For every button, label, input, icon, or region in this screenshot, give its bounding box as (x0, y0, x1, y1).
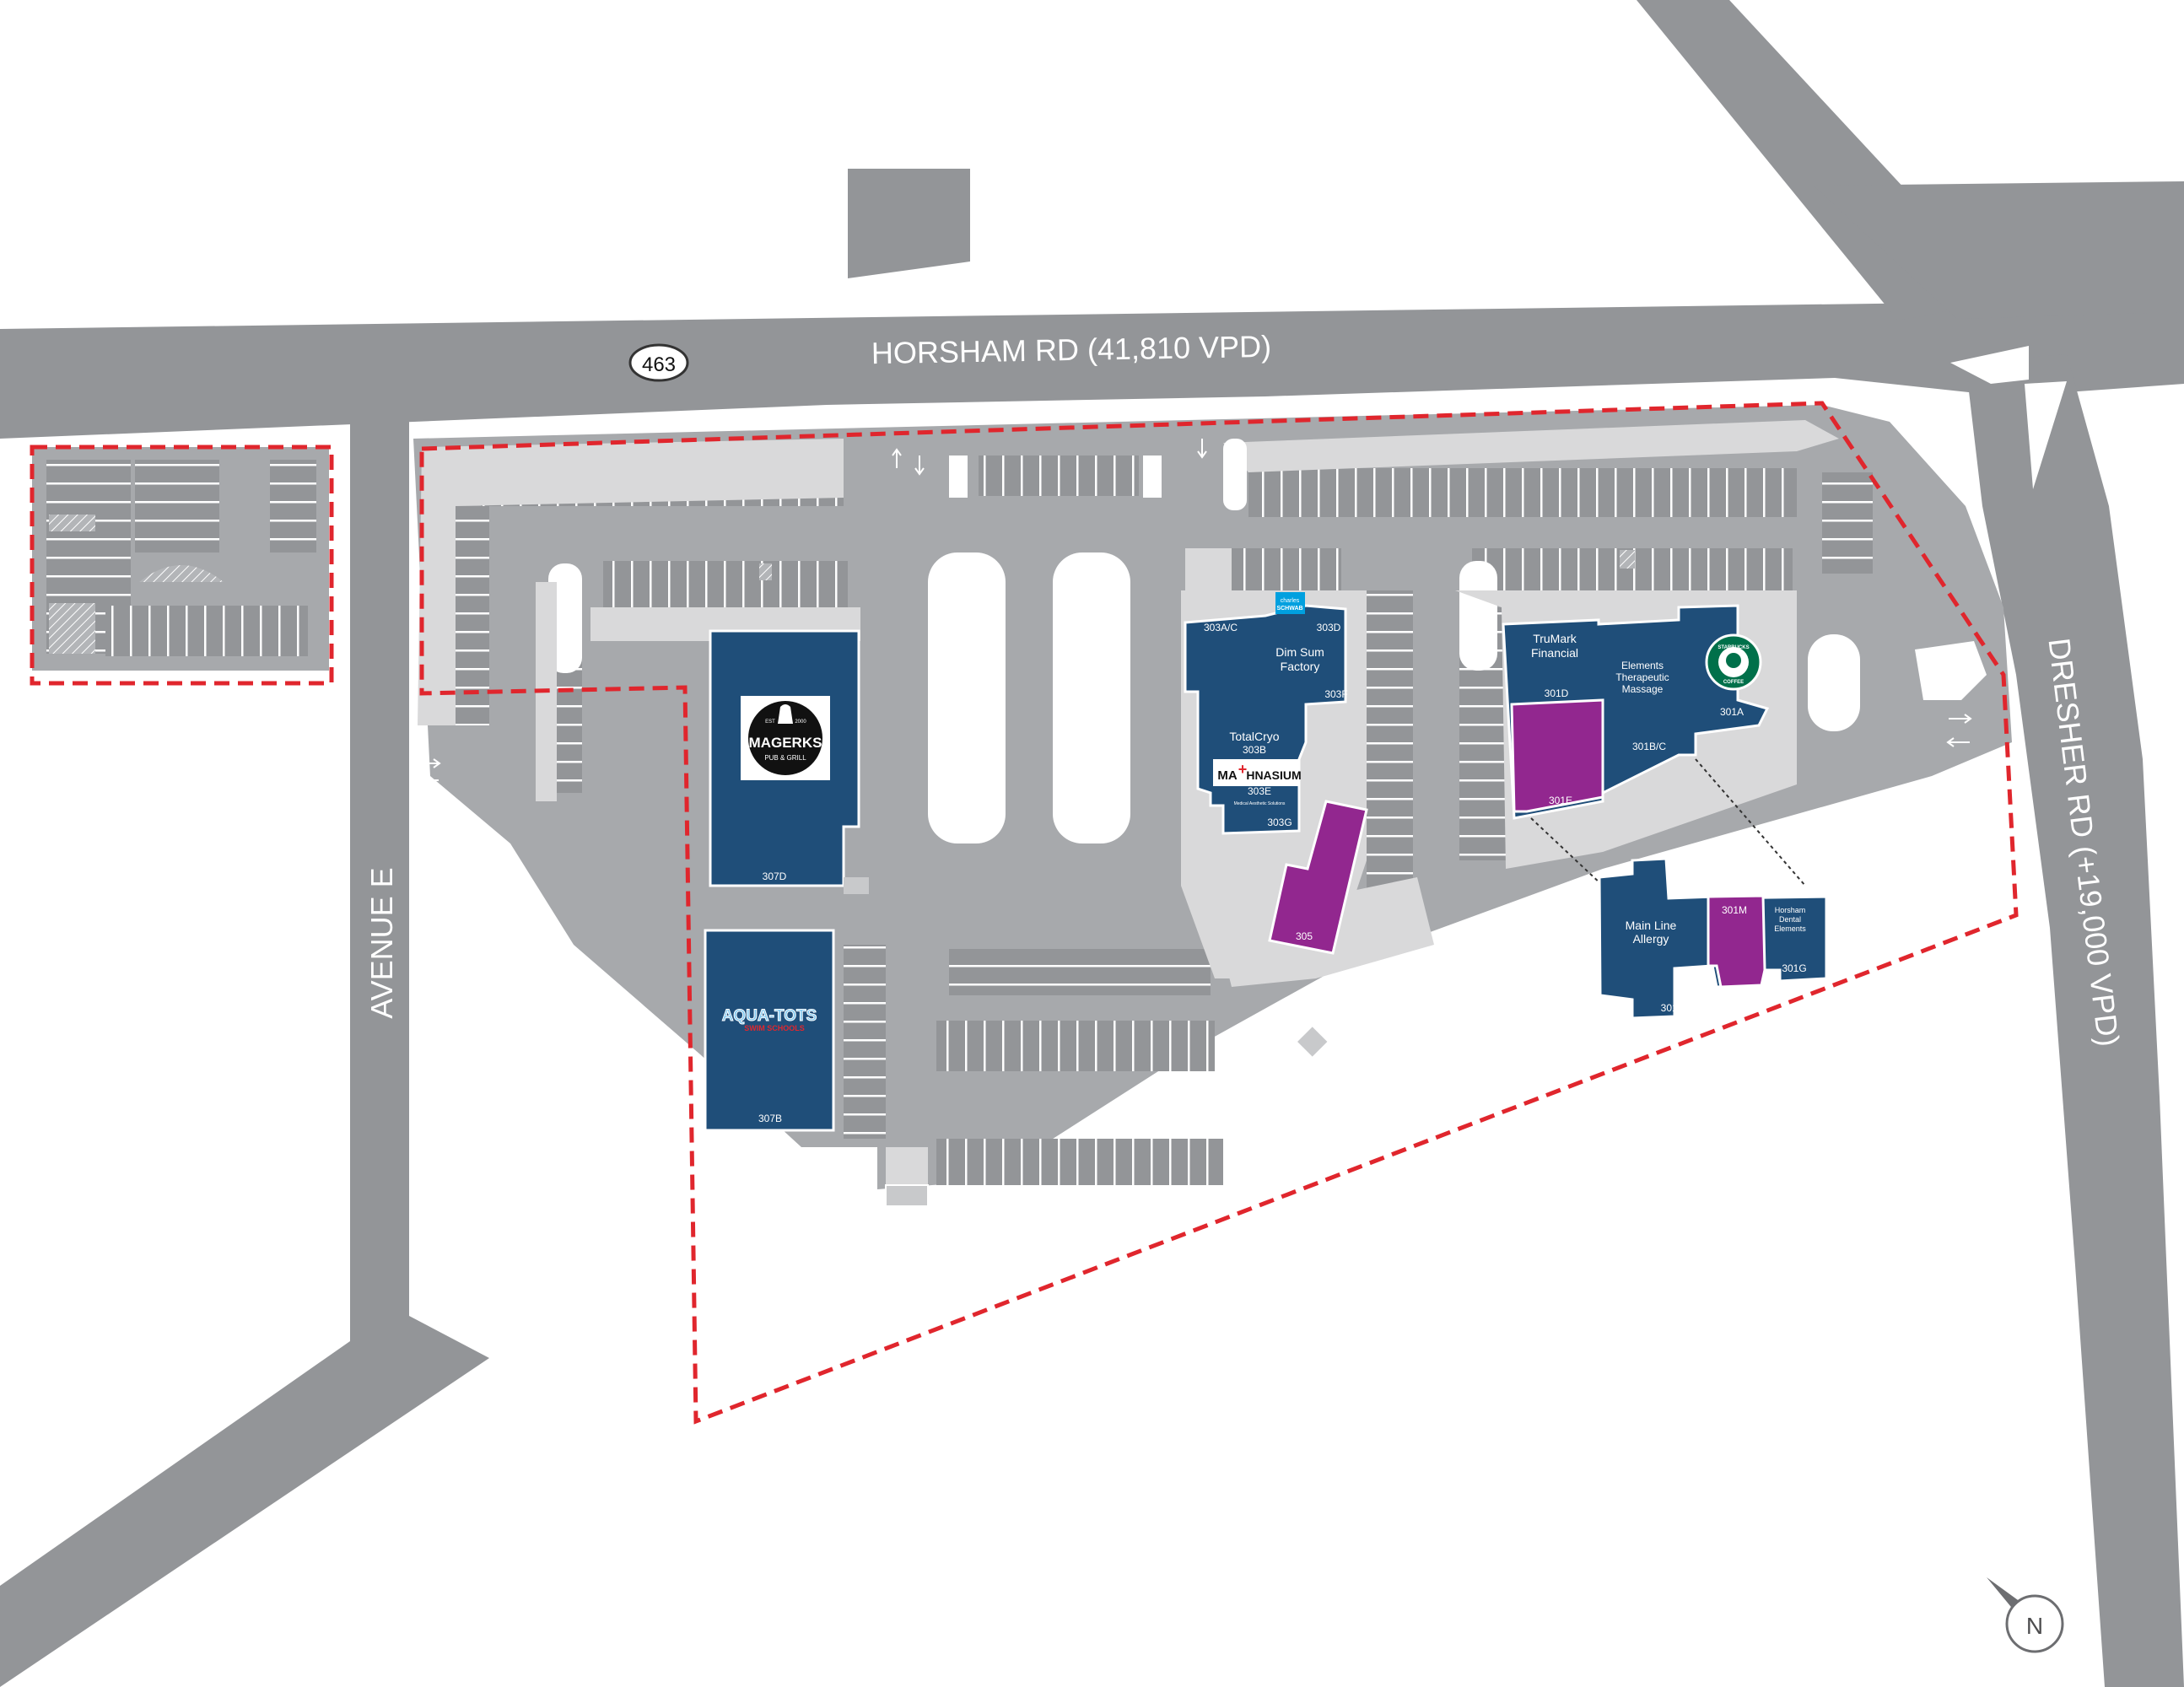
magerks-est: EST (765, 720, 775, 725)
main-property-boundary (419, 401, 2019, 1425)
mathnasium-prefix: MA (1217, 768, 1237, 783)
west-lot-boundary (30, 445, 334, 686)
unit-303ac-label: 303A/C (1204, 622, 1238, 633)
unit-303d-label: 303D (1317, 622, 1341, 633)
property-boundary (30, 401, 2019, 1425)
schwab-line2: SCHWAB (1276, 606, 1302, 612)
tenant-mainline-line2: Allergy (1633, 932, 1669, 946)
unit-303f-label: 303F (1324, 688, 1347, 700)
avenue-e-road (0, 413, 489, 1687)
building-307d: EST 2000 MAGERKS PUB & GRILL 307D (709, 629, 860, 887)
charles-schwab-logo (1275, 592, 1305, 614)
unit-301bc-label: 301B/C (1632, 741, 1666, 752)
schwab-line1: charles (1281, 598, 1300, 604)
tenant-trumark-line2: Financial (1531, 646, 1578, 660)
building-303: charles SCHWAB 303A/C 303D Dim Sum Facto… (1184, 592, 1348, 835)
building-307b: AQUA-TOTS SWIM SCHOOLS 307B (704, 929, 835, 1132)
mathnasium-logo (1213, 759, 1299, 786)
unit-307b-label: 307B (758, 1113, 782, 1124)
magerks-name: MAGERKS (749, 735, 822, 751)
tenant-totalcryo: TotalCryo (1229, 730, 1279, 743)
unit-303b-label: 303B (1243, 744, 1266, 756)
tenant-elements-line1: Elements (1621, 660, 1664, 671)
unit-303g-label: 303G (1267, 817, 1292, 828)
magerks-year: 2000 (795, 720, 806, 725)
unit-303e-label: 303E (1248, 785, 1271, 797)
bell-icon (778, 704, 793, 724)
mathnasium-suffix: HNASIUM (1246, 768, 1301, 782)
building-305: 305 (1268, 800, 1368, 955)
starbucks-bottom: COFFEE (1723, 680, 1744, 685)
tenant-elements-line3: Massage (1622, 683, 1664, 695)
aquatots-tagline: SWIM SCHOOLS (744, 1024, 805, 1032)
unit-301m-label: 301M (1722, 904, 1747, 916)
unit-301a-label: 301A (1720, 706, 1744, 718)
tenant-trumark-line1: TruMark (1533, 632, 1577, 645)
starbucks-top: STARBUCKS (1718, 645, 1749, 650)
aquatots-name: AQUA-TOTS (722, 1007, 817, 1025)
unit-307d-label: 307D (763, 870, 787, 882)
compass-label: N (2026, 1613, 2043, 1639)
horsham-road (0, 299, 2184, 439)
unit-301g-label: 301G (1782, 962, 1806, 974)
tenant-elements-line2: Therapeutic (1615, 671, 1669, 683)
dresher-road (1966, 354, 2184, 1687)
avenue-e-label: AVENUE E (364, 867, 399, 1018)
tenant-mainline-line1: Main Line (1626, 919, 1677, 932)
horsham-road-label: HORSHAM RD (41,810 VPD) (871, 329, 1272, 370)
building-301m: 301M (1707, 894, 1766, 989)
route-shield-label: 463 (642, 353, 676, 376)
traffic-arrows (415, 439, 1972, 785)
tenant-medical-small: Medical Aesthetic Solutions (1234, 801, 1286, 806)
tenant-dimsum-line2: Factory (1281, 660, 1320, 673)
unit-301d-label: 301D (1545, 687, 1569, 699)
tenant-horsham-dental-line1: Horsham (1775, 906, 1806, 914)
unit-305-label: 305 (1296, 930, 1313, 942)
building-301e: 301E (1510, 698, 1604, 813)
unit-301h-label: 301H (1661, 1002, 1685, 1014)
northern-spur-road (848, 169, 970, 278)
unit-301e-label: 301E (1549, 795, 1572, 806)
buildings: EST 2000 MAGERKS PUB & GRILL 307D AQUA-T… (704, 592, 1828, 1207)
route-463-shield: 463 (628, 343, 689, 382)
tenant-horsham-dental-line3: Elements (1774, 924, 1806, 933)
north-compass: N (1987, 1577, 2064, 1653)
starbucks-logo: STARBUCKS COFFEE (1705, 633, 1762, 691)
tenant-dimsum-line1: Dim Sum (1275, 645, 1324, 659)
mathnasium-plus: + (1238, 761, 1248, 778)
magerks-tagline: PUB & GRILL (764, 754, 806, 762)
tenant-horsham-dental-line2: Dental (1779, 915, 1801, 924)
